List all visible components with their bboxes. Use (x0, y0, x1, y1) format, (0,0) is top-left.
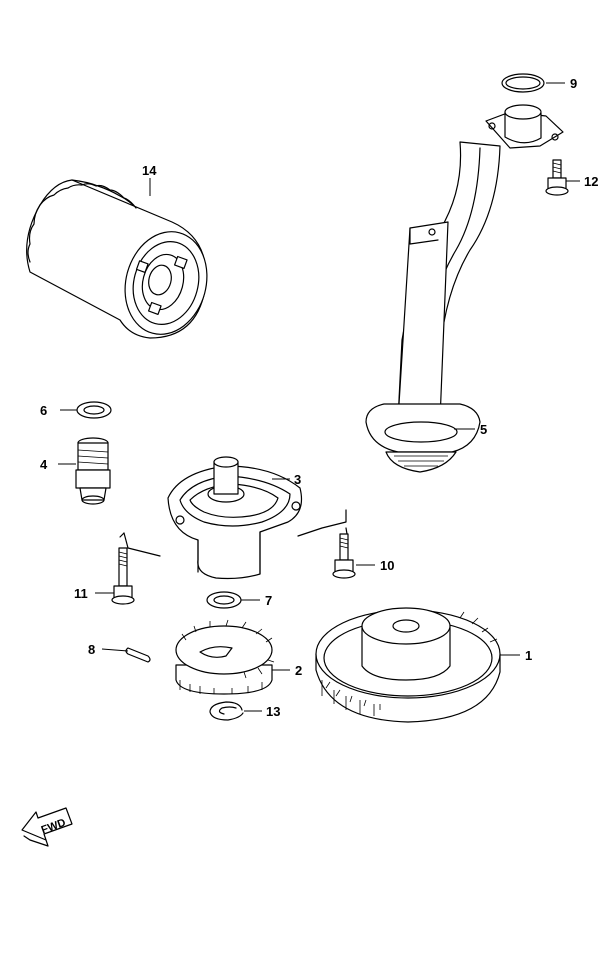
part-label-10: 10 (380, 558, 394, 573)
part-label-5: 5 (480, 422, 487, 437)
part-label-11: 11 (74, 586, 88, 601)
part-label-4: 4 (40, 457, 48, 472)
part-label-9: 9 (570, 76, 577, 91)
washer-7 (206, 591, 242, 609)
bolt-10 (332, 533, 356, 579)
part-label-3: 3 (294, 472, 301, 487)
part-label-6: 6 (40, 403, 47, 418)
fwd-arrow-icon: FWD (21, 807, 73, 847)
circlip-13 (209, 701, 244, 721)
part-label-12: 12 (584, 174, 598, 189)
part-label-7: 7 (265, 593, 272, 608)
oil-filter (26, 179, 208, 339)
part-label-13: 13 (266, 704, 280, 719)
drive-gear-2 (175, 619, 275, 695)
part-number-labels: 14 9 12 5 6 4 3 11 10 7 8 2 13 1 (40, 76, 598, 719)
oil-strainer-pipe (365, 104, 564, 473)
part-label-1: 1 (525, 648, 532, 663)
oil-fitting-4 (75, 437, 111, 505)
leader-lines (58, 82, 580, 712)
bolt-11 (111, 547, 135, 605)
driven-gear-1 (315, 607, 501, 723)
part-label-2: 2 (295, 663, 302, 678)
o-ring-9 (501, 73, 545, 93)
dowel-pin-8 (125, 647, 151, 663)
oil-pump-body (167, 456, 303, 580)
part-label-14: 14 (142, 163, 157, 178)
washer-6 (76, 401, 112, 419)
bolt-12 (545, 159, 569, 196)
part-label-8: 8 (88, 642, 95, 657)
